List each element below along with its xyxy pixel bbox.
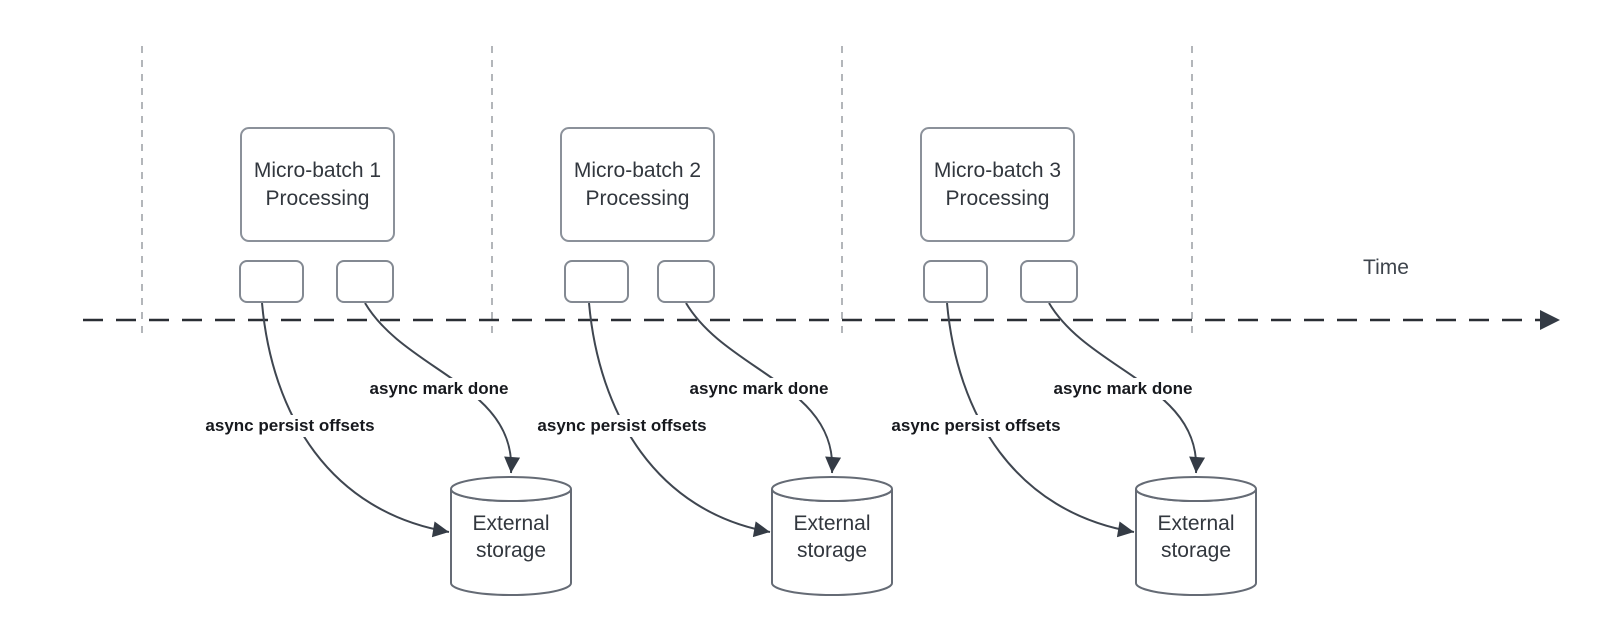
persist-offsets-arrow-1: [261, 302, 450, 538]
mark-done-label-1: async mark done: [366, 378, 512, 400]
batch-3-markdone-stub: [1020, 260, 1078, 303]
persist-offsets-label-2: async persist offsets: [534, 415, 710, 437]
batch-3-offsets-stub: [923, 260, 988, 303]
batch-2-markdone-stub: [657, 260, 715, 303]
batch-1-offsets-stub: [239, 260, 304, 303]
persist-offsets-label-1: async persist offsets: [202, 415, 378, 437]
external-storage-label-2: External storage: [793, 512, 871, 562]
persist-offsets-label-3: async persist offsets: [888, 415, 1064, 437]
micro-batch-2-box: Micro-batch 2 Processing: [560, 127, 715, 242]
external-storage-label-1: External storage: [472, 512, 550, 562]
external-storage-cylinder-1: [450, 476, 572, 596]
external-storage-cylinder-3: [1135, 476, 1257, 596]
mark-done-label-3: async mark done: [1050, 378, 1196, 400]
mark-done-label-2: async mark done: [686, 378, 832, 400]
micro-batch-2-label: Micro-batch 2 Processing: [573, 158, 702, 210]
batch-1-markdone-stub: [336, 260, 394, 303]
external-storage-label-3: External storage: [1157, 512, 1235, 562]
persist-offsets-arrow-3: [946, 302, 1135, 538]
micro-batch-1-label: Micro-batch 1 Processing: [253, 158, 382, 210]
micro-batch-1-box: Micro-batch 1 Processing: [240, 127, 395, 242]
time-axis-label: Time: [1363, 256, 1409, 279]
external-storage-cylinder-2: [771, 476, 893, 596]
batch-2-offsets-stub: [564, 260, 629, 303]
persist-offsets-arrow-2: [588, 302, 771, 538]
micro-batch-3-label: Micro-batch 3 Processing: [933, 158, 1062, 210]
micro-batch-3-box: Micro-batch 3 Processing: [920, 127, 1075, 242]
